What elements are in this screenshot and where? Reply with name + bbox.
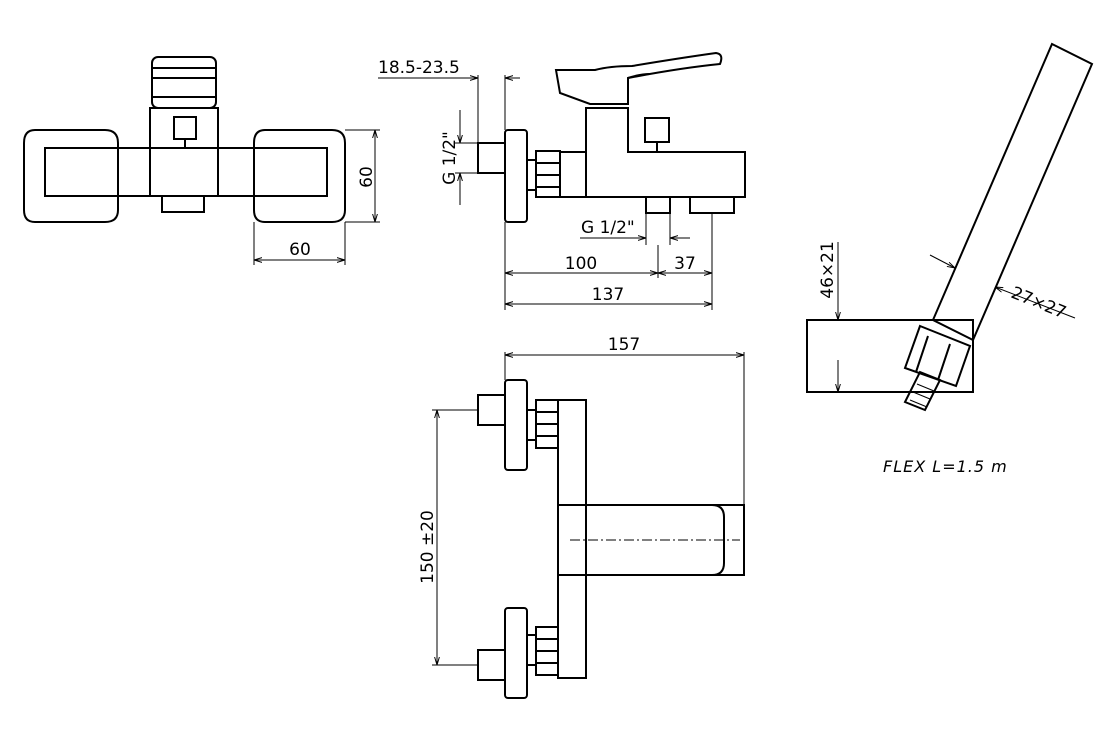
spout bbox=[689, 196, 735, 214]
handshower-view: 27×27 46×21 FLEX L=1.5 m bbox=[806, 42, 1094, 476]
shower-handle bbox=[931, 42, 1094, 342]
dim-depth-label: 60 bbox=[357, 166, 377, 188]
hose-end bbox=[903, 370, 942, 412]
dim-wall-range-label: 18.5-23.5 bbox=[378, 58, 460, 78]
diverter-knob bbox=[173, 116, 197, 140]
dim-handle-section-label: 27×27 bbox=[1008, 283, 1069, 323]
dim-overall-label: 137 bbox=[592, 285, 624, 305]
upper-inlet bbox=[477, 394, 506, 426]
body-bar bbox=[44, 147, 328, 197]
upper-flange bbox=[504, 379, 528, 471]
dim-inlet-thread-label: G 1/2" bbox=[440, 131, 460, 185]
hose-connector bbox=[903, 324, 972, 388]
dim-outlet-thread-label: G 1/2" bbox=[581, 218, 635, 238]
dim-outlet-offset-label: 37 bbox=[674, 254, 696, 274]
side-view: 18.5-23.5 G 1/2" G 1/2" 100 37 137 bbox=[378, 51, 746, 310]
dim-length-label: 157 bbox=[608, 335, 640, 355]
inlet-pipe bbox=[477, 142, 506, 174]
side-flange bbox=[504, 129, 528, 223]
side-diverter-knob bbox=[644, 117, 670, 143]
mixer-body bbox=[559, 107, 746, 198]
dim-width-label: 60 bbox=[289, 240, 311, 260]
left-flange bbox=[23, 129, 119, 223]
shower-holder bbox=[806, 319, 974, 393]
top-view: 157 150 ±20 bbox=[418, 335, 745, 699]
front-view: 60 60 bbox=[23, 56, 380, 265]
lower-flange bbox=[504, 607, 528, 699]
dim-holder-label: 46×21 bbox=[818, 241, 838, 299]
lever-handle bbox=[554, 51, 723, 105]
bottom-outlet bbox=[645, 196, 671, 214]
spout-outlet bbox=[161, 195, 205, 213]
right-flange bbox=[253, 129, 346, 223]
dim-to-outlet-label: 100 bbox=[565, 254, 597, 274]
lower-inlet bbox=[477, 649, 506, 681]
hose-length-note: FLEX L=1.5 m bbox=[883, 457, 1008, 476]
body-column bbox=[557, 399, 587, 679]
central-block bbox=[149, 107, 219, 197]
dim-centers-label: 150 ±20 bbox=[418, 510, 438, 584]
cartridge-cap bbox=[151, 56, 217, 109]
